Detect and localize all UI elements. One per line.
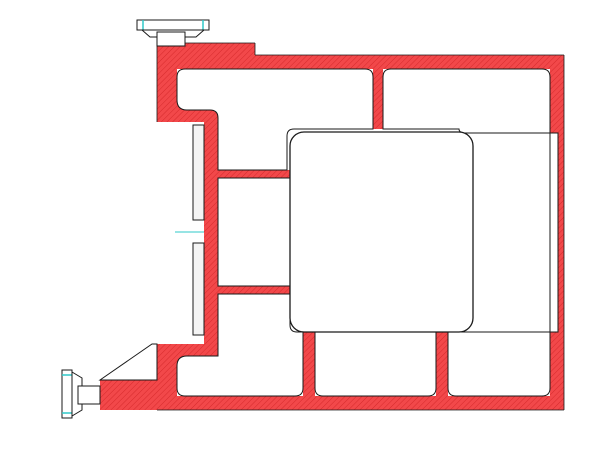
bottom-beam: [157, 396, 564, 410]
left-wall: [204, 110, 218, 350]
bottom-flange-gusset: [98, 343, 158, 381]
top-rib: [373, 69, 383, 129]
cavity-left-middle: [217, 177, 291, 287]
cavities: [176, 68, 551, 397]
bottom-flange-neck: [71, 371, 83, 417]
top-flange-fitting: [136, 19, 210, 47]
bottom-rib-left: [303, 332, 315, 396]
top-flange-stub: [156, 31, 186, 47]
left-rib-lower: [218, 286, 290, 294]
top-flange-plate: [136, 19, 210, 31]
right-wall-top-accent: [550, 55, 564, 133]
central-opening: [289, 131, 474, 333]
right-side-plate: [549, 132, 559, 333]
bottom-left-corner-block: [100, 344, 218, 410]
bottom-flange-stub: [77, 385, 101, 405]
cavity-top-right: [382, 68, 551, 134]
cavity-top-left: [176, 68, 374, 171]
left-lower-connector: [157, 344, 218, 358]
cavity-bottom-left: [176, 293, 304, 397]
right-wall-bottom-accent: [550, 332, 564, 410]
cavity-bottom-middle: [314, 331, 437, 397]
bottom-flange-fitting: [61, 343, 158, 419]
section-outline: [156, 42, 565, 411]
top-beam: [157, 55, 564, 69]
bottom-flange-plate: [61, 369, 73, 419]
bottom-rib-right: [436, 332, 448, 396]
left-rib-upper: [218, 170, 290, 178]
left-side-plate: [192, 124, 205, 336]
cavity-bottom-right: [447, 331, 551, 397]
